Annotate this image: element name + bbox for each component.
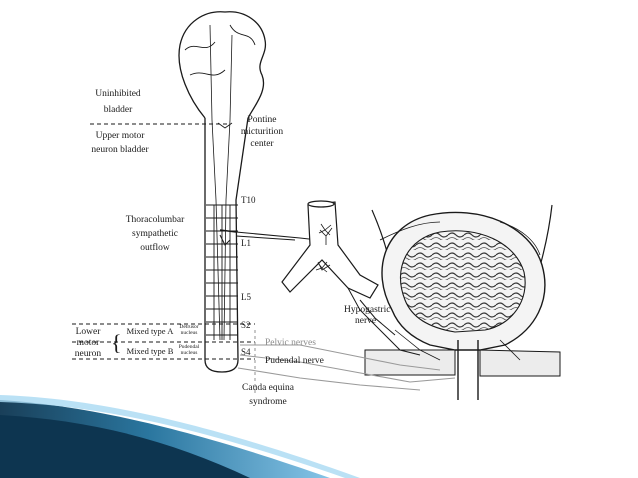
segment-l1: L1 (241, 238, 251, 248)
label-pontine-3: center (250, 139, 274, 149)
brace: { (111, 330, 122, 355)
pelvic-floor (364, 349, 561, 377)
label-lower-motor-3: neuron (75, 349, 102, 359)
level-lines (72, 123, 255, 360)
label-pudendal-nucleus-2: nucleus (181, 350, 198, 356)
bladder-inner (400, 230, 526, 333)
cord-left (204, 118, 223, 373)
label-pontine-2: micturition (241, 127, 283, 137)
label-hypogastric-1: Hypogastric (344, 305, 390, 315)
tract-left (209, 24, 221, 341)
label-thoracolumbar-2: sympathetic (132, 229, 178, 239)
cord-right (221, 117, 249, 373)
label-mixed-a: Mixed type A (127, 326, 175, 336)
label-thoracolumbar-1: Thoracolumbar (126, 215, 185, 225)
label-detrusor-2: nucleus (181, 330, 198, 336)
spinal-cord (178, 11, 267, 373)
segment-s4: S4 (241, 347, 251, 357)
bladder-vessels (379, 221, 541, 361)
label-detrusor-1: Detrusor (179, 324, 198, 330)
label-hypogastric-2: nerve (355, 316, 376, 326)
segment-l5: L5 (241, 292, 251, 302)
pelvic-nerve-paths (237, 330, 456, 395)
label-pontine-1: Pontine (247, 115, 276, 125)
label-uninhibited-2: bladder (104, 105, 133, 115)
urethra (457, 340, 479, 400)
segment-t10: T10 (241, 195, 256, 205)
label-upper-motor-2: neuron bladder (91, 145, 149, 155)
tract-right (223, 34, 233, 341)
hypogastric-plexus (281, 200, 379, 299)
bladder-illustration (364, 204, 561, 400)
label-pudendal-nerve: Pudendal nerve (265, 356, 324, 366)
label-lower-motor-1: Lower (76, 327, 102, 337)
label-uninhibited-1: Uninhibited (95, 89, 141, 99)
label-thoracolumbar-3: outflow (140, 242, 170, 253)
label-mixed-b: Mixed type B (127, 346, 174, 356)
sympathetic-nerve (219, 229, 319, 246)
label-upper-motor-1: Upper motor (96, 131, 146, 141)
right-labels: Pontine micturition center T10 L1 L5 S2 … (241, 115, 391, 407)
label-cauda-1: Cauda equina (242, 383, 295, 393)
segment-grid (206, 204, 238, 340)
label-cauda-2: syndrome (249, 397, 286, 407)
label-pelvic-nerves: Pelvic nerves (265, 338, 316, 348)
label-lower-motor-2: motor (77, 338, 101, 348)
left-labels: Uninhibited bladder Upper motor neuron b… (75, 89, 200, 359)
slide-swoosh-decoration (0, 395, 360, 478)
hypogastric-nerve-path (347, 287, 421, 356)
brain-outline (178, 11, 267, 119)
pontine-pointer (217, 122, 233, 129)
label-pudendal-nucleus-1: Pudendal (179, 344, 200, 350)
segment-s2: S2 (241, 320, 251, 330)
brain-gyri (184, 24, 256, 76)
